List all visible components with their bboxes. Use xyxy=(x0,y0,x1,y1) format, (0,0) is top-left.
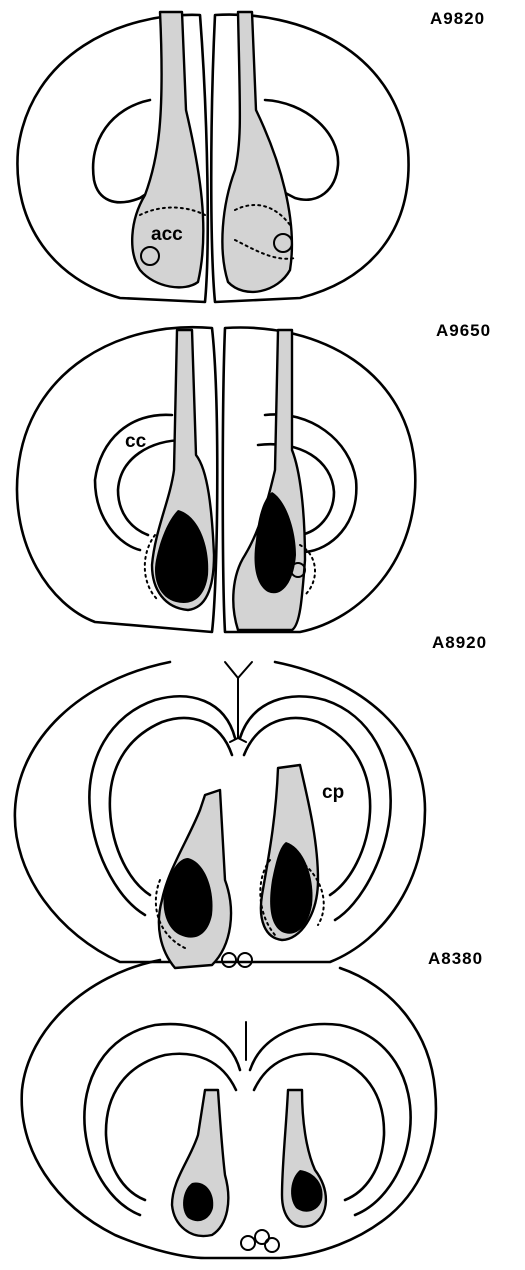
section-a8920-right-ventral-structure xyxy=(238,953,252,967)
section-a8920: A8920 cp xyxy=(15,633,487,968)
section-a8920-left-ventral-structure xyxy=(222,953,236,967)
section-a8380-top-ventral-structure xyxy=(255,1230,269,1244)
section-a8380-right-ventral-structure xyxy=(265,1238,279,1252)
section-a8920-midline-fissure xyxy=(225,662,252,742)
section-a9820-left-lesion xyxy=(132,12,203,287)
region-label-acc: acc xyxy=(151,224,183,245)
section-label-a8380: A8380 xyxy=(428,949,483,968)
section-a8380-right-corpus-callosum-outer xyxy=(250,1024,411,1215)
section-label-a8920: A8920 xyxy=(432,633,487,652)
section-a9650: A9650 cc xyxy=(17,321,491,632)
region-label-cp: cp xyxy=(322,782,344,803)
section-label-a9650: A9650 xyxy=(436,321,491,340)
section-a8380-left-ventral-structure xyxy=(241,1236,255,1250)
region-label-cc: cc xyxy=(125,431,147,452)
section-a8380: A8380 xyxy=(22,949,483,1258)
section-label-a9820: A9820 xyxy=(430,9,485,28)
section-a9820: A9820 acc xyxy=(17,9,485,302)
